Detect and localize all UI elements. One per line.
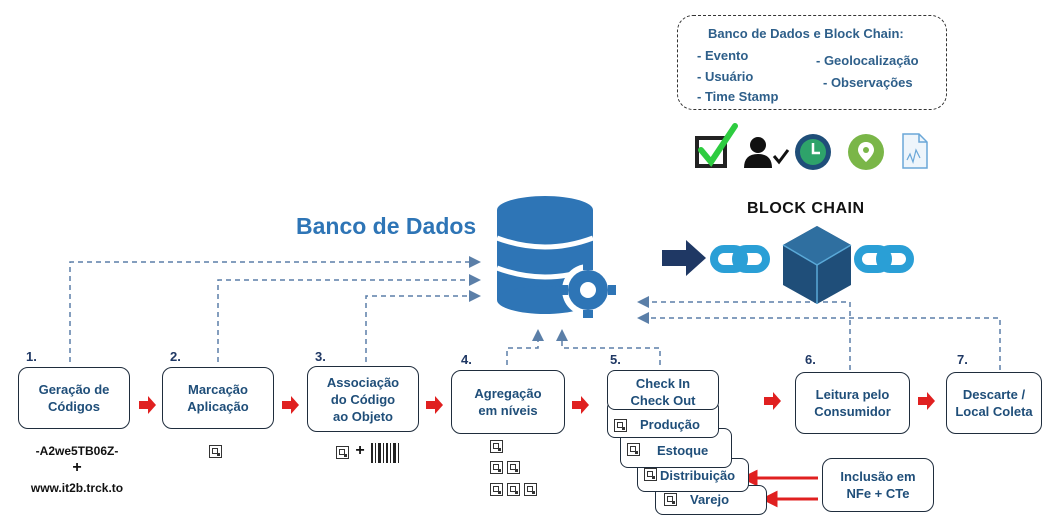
plus-sign: + [72, 459, 82, 476]
step-box-5: Check In Check Out [607, 370, 719, 410]
step-box-6: Leitura pelo Consumidor [795, 372, 910, 434]
stack-label-estoque: Estoque [657, 443, 709, 458]
info-item-usuario: - Usuário [697, 69, 754, 84]
qr-code-icon [664, 493, 677, 506]
database-title: Banco de Dados [296, 213, 477, 239]
step-number-3: 3. [315, 349, 326, 364]
connector-step6-db [637, 296, 851, 370]
plus-sign-step3: + [355, 442, 365, 459]
step-number-6: 6. [805, 352, 816, 367]
document-icon [902, 133, 928, 169]
red-arrow-3-4 [426, 396, 443, 414]
stack-label-varejo: Varejo [690, 492, 730, 507]
step-label-6: Leitura pelo Consumidor [814, 387, 891, 419]
qr-code-icon [336, 446, 349, 459]
qr-code-icon [507, 461, 520, 474]
red-arrow-2-3 [282, 396, 299, 414]
qr-code-icon [627, 443, 640, 456]
step-box-1: Geração de Códigos [18, 367, 130, 429]
clock-icon [795, 134, 831, 170]
step-label-7: Descarte / Local Coleta [955, 387, 1033, 419]
qr-code-icon [614, 419, 627, 432]
stack-label-producao: Produção [640, 417, 700, 432]
checkbox-icon [695, 123, 738, 168]
inclusion-label: Inclusão em NFe + CTe [840, 469, 916, 501]
stack-label-distribuicao: Distribuição [660, 468, 736, 483]
qr-code-icon [524, 483, 537, 496]
step-label-5: Check In Check Out [630, 376, 696, 408]
step-box-2: Marcação Aplicação [162, 367, 274, 429]
info-item-geolocalizacao: - Geolocalização [816, 53, 919, 68]
user-check-icon [744, 137, 790, 168]
info-item-timestamp: - Time Stamp [697, 89, 779, 104]
info-item-evento: - Evento [697, 48, 749, 63]
connector-step2-db [217, 274, 481, 362]
step-number-7: 7. [957, 352, 968, 367]
blockchain-hexagon-icon [782, 226, 852, 304]
connector-step1-db [69, 256, 481, 362]
info-panel [677, 15, 947, 110]
red-arrow-4-5 [572, 396, 589, 414]
qr-code-icon [644, 468, 657, 481]
database-icon [496, 196, 616, 318]
connector-step7-db [637, 312, 1001, 370]
step-label-3: Associação do Código ao Objeto [326, 374, 400, 424]
connector-step5-db [556, 329, 661, 365]
qr-code-icon [507, 483, 520, 496]
qr-code-icon [490, 461, 503, 474]
step-label-4: Agregação em níveis [474, 386, 542, 418]
step-box-7: Descarte / Local Coleta [946, 372, 1042, 434]
info-panel-title: Banco de Dados e Block Chain: [708, 26, 904, 41]
chain-link-right-icon [854, 245, 914, 273]
inclusion-box: Inclusão em NFe + CTe [822, 458, 934, 512]
step-box-4: Agregação em níveis [451, 370, 565, 434]
red-arrow-6-7 [918, 392, 935, 410]
qr-code-icon [209, 445, 222, 458]
qr-code-icon [490, 440, 503, 453]
step-number-5: 5. [610, 352, 621, 367]
step-number-4: 4. [461, 352, 472, 367]
info-item-observacoes: - Observações [823, 75, 913, 90]
connector-step3-db [365, 290, 481, 362]
step-label-2: Marcação Aplicação [187, 382, 249, 414]
location-pin-icon [848, 134, 884, 170]
code-example: -A2we5TB06Z- [35, 444, 119, 458]
red-arrow-5-6 [764, 392, 781, 410]
chain-link-left-icon [710, 245, 770, 273]
step-number-2: 2. [170, 349, 181, 364]
connector-step4-db [506, 329, 544, 365]
step-number-1: 1. [26, 349, 37, 364]
qr-code-icon [490, 483, 503, 496]
barcode-icon [371, 443, 399, 463]
step-label-1: Geração de Códigos [38, 382, 110, 414]
url-text: www.it2b.trck.to [30, 481, 124, 495]
step-box-3: Associação do Código ao Objeto [307, 366, 419, 432]
blockchain-title: BLOCK CHAIN [747, 200, 865, 217]
db-to-blockchain-arrow [662, 240, 706, 276]
red-arrow-1-2 [139, 396, 156, 414]
